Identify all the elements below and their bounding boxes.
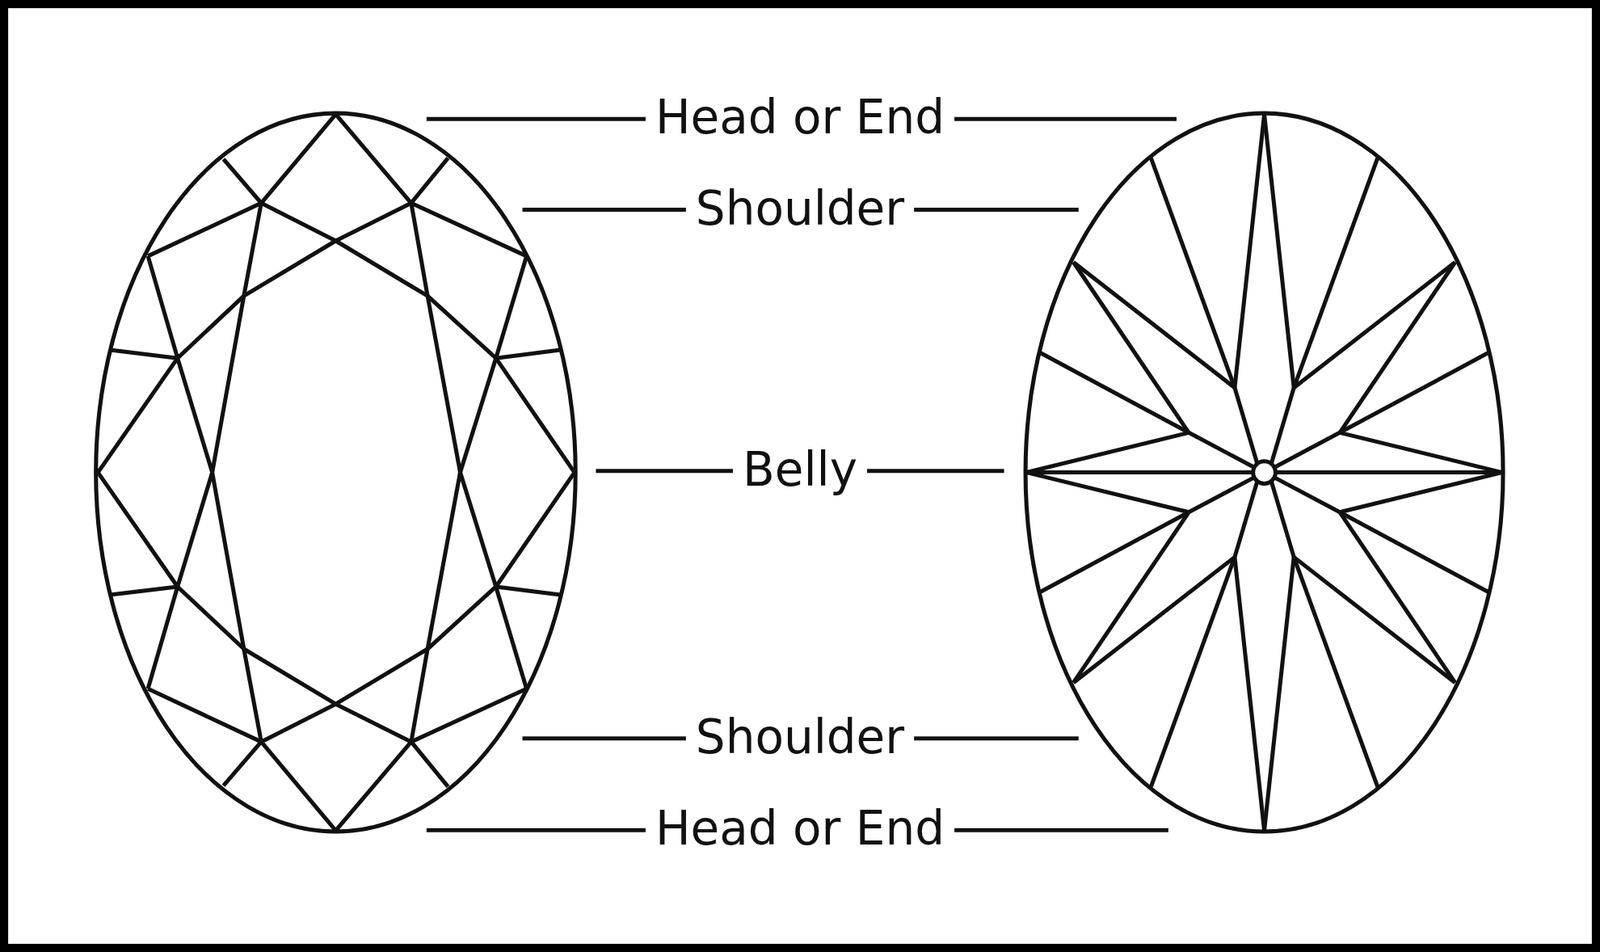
facet-line [496, 357, 575, 472]
facet-line [1038, 512, 1189, 594]
frame [4, 4, 1596, 948]
facet-line [147, 688, 262, 742]
part-label: Belly [742, 446, 858, 493]
facet-line [177, 472, 213, 587]
facet-line [244, 648, 262, 742]
culet [1253, 461, 1276, 485]
facet-line [335, 202, 411, 241]
leader-line [954, 828, 1169, 833]
facet-line [1271, 387, 1294, 464]
facet-line [411, 202, 527, 257]
facet-line [1234, 556, 1265, 830]
facet-line [261, 741, 336, 831]
facet-line [335, 113, 411, 203]
facet-line [496, 256, 527, 358]
facet-line [411, 688, 527, 742]
pavilion-view [1025, 113, 1504, 832]
leader-line [867, 468, 1005, 473]
facet-line [335, 648, 428, 704]
facet-line [460, 357, 497, 472]
facet-line [1234, 481, 1258, 557]
facet-line [212, 472, 245, 649]
part-label: Head or End [655, 804, 945, 852]
facet-line [427, 295, 460, 472]
leader-line [522, 736, 687, 741]
facet-line [1264, 556, 1295, 830]
facet-line [496, 349, 561, 358]
part-label: Shoulder [695, 713, 905, 761]
facet-line [427, 472, 460, 649]
facet-line [97, 472, 177, 587]
facet-line [1038, 352, 1189, 434]
facet-line [1274, 477, 1340, 513]
facet-line [1339, 352, 1491, 434]
facet-line [1339, 261, 1456, 433]
leader-line [426, 117, 646, 122]
facet-line [1073, 261, 1189, 433]
facet-line [1339, 432, 1503, 472]
facet-line [1188, 477, 1255, 513]
facet-line [109, 586, 177, 595]
facet-line [1188, 432, 1255, 468]
facet-line [1026, 470, 1253, 475]
facet-line [1234, 113, 1265, 388]
facet-line [1339, 512, 1491, 594]
facet-line [1339, 472, 1503, 513]
facet-line [496, 586, 527, 689]
facet-line [177, 357, 213, 472]
facet-line [1264, 113, 1295, 388]
facet-line [460, 472, 497, 587]
facet-line [1339, 512, 1456, 683]
facet-line [335, 741, 411, 831]
facet-line [1073, 261, 1235, 388]
facet-line [1234, 387, 1258, 464]
crown-outline [96, 113, 576, 832]
facet-line [97, 357, 177, 472]
facet-line [496, 586, 561, 595]
facet-line [1026, 470, 1253, 475]
facet-line [109, 349, 177, 358]
facet-line [411, 741, 448, 788]
part-label: Shoulder [695, 185, 905, 232]
facet-line [147, 256, 178, 358]
facet-line [223, 741, 262, 786]
facet-line [335, 240, 428, 296]
facet-line [212, 295, 245, 472]
facet-line [1293, 261, 1456, 388]
facet-line [1026, 432, 1189, 472]
crown-view [96, 113, 576, 832]
facet-line [261, 202, 336, 241]
leader-line [913, 207, 1079, 212]
facet-line [1293, 556, 1456, 683]
facet-line [1274, 432, 1340, 468]
facet-line [1275, 470, 1502, 475]
part-label: Head or End [655, 93, 945, 141]
facet-line [244, 240, 337, 296]
leader-line [595, 468, 733, 473]
facet-line [147, 202, 262, 257]
leader-line [954, 117, 1177, 122]
facet-line [1073, 556, 1235, 683]
leader-line [522, 207, 687, 212]
pavilion-outline [1025, 113, 1504, 832]
facet-line [411, 648, 428, 742]
facet-line [411, 158, 448, 204]
facet-line [496, 472, 575, 587]
facet-line [261, 703, 336, 742]
facet-line [335, 703, 411, 742]
facet-line [261, 113, 336, 203]
facet-line [1275, 470, 1502, 475]
facet-line [244, 202, 262, 296]
facet-line [1271, 481, 1294, 557]
facet-line [244, 648, 337, 704]
leader-line [426, 828, 646, 833]
leader-line [913, 736, 1079, 741]
facet-line [147, 586, 178, 689]
facet-line [411, 202, 428, 296]
facet-line [1073, 512, 1189, 683]
facet-line [223, 159, 262, 203]
facet-line [1026, 472, 1189, 513]
